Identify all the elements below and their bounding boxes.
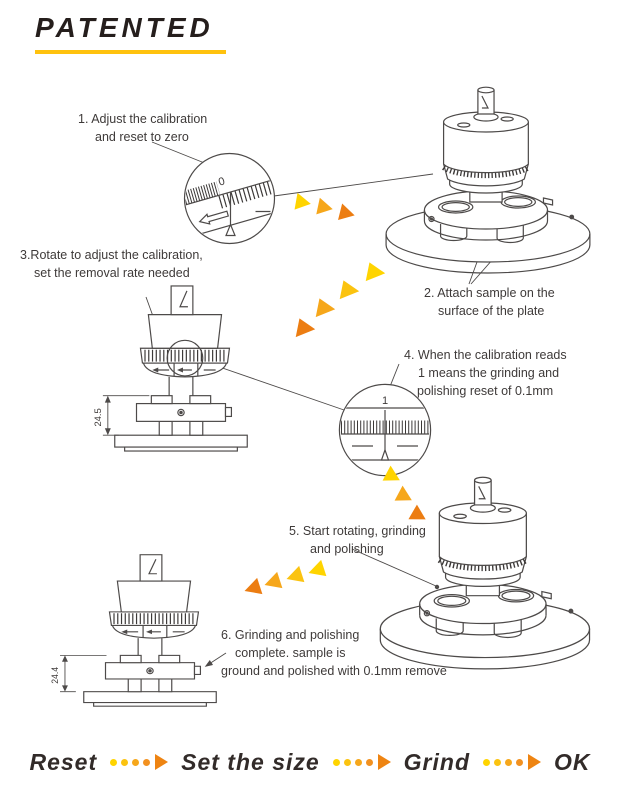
- magnifier-dial-zero: 0: [183, 152, 276, 245]
- flow-dot: [110, 758, 118, 766]
- step2-line1: 2. Attach sample on the: [424, 286, 555, 300]
- step3-line2: set the removal rate needed: [34, 266, 190, 280]
- flow-dot: [343, 758, 351, 766]
- flow-triangle: [408, 504, 426, 520]
- step5-caption: 5. Start rotating, grinding and polishin…: [289, 522, 426, 558]
- flow-dot: [354, 758, 362, 766]
- flow-triangle: [244, 577, 263, 595]
- dimension-label: 24.4: [50, 667, 60, 684]
- step4-line2: 1 means the grinding and: [418, 366, 560, 380]
- grinder-device-step3: 24.5: [92, 283, 269, 453]
- step2-line2: surface of the plate: [438, 304, 545, 318]
- dial-zoom-ring: [166, 339, 204, 377]
- flow-arrow-icon: [528, 754, 542, 770]
- flow-label-set-size: Set the size: [181, 748, 320, 775]
- step3-line1: 3.Rotate to adjust the calibration,: [20, 248, 203, 262]
- flow-dot: [143, 758, 151, 766]
- magnifier-dial-one: 1: [338, 383, 432, 477]
- process-flow-bar: Reset Set the size Grind OK: [0, 740, 620, 784]
- step6-line1: 6. Grinding and polishing: [221, 628, 360, 642]
- step4-line3: polishing reset of 0.1mm: [417, 384, 554, 398]
- flow-label-reset: Reset: [29, 748, 98, 775]
- title-underline: [35, 50, 226, 54]
- flow-triangle: [394, 485, 412, 501]
- flow-dot: [494, 758, 502, 766]
- flow-triangle: [338, 203, 355, 221]
- step6-line3: ground and polished with 0.1mm remove: [221, 664, 447, 678]
- flow-arrows-3: [382, 465, 426, 520]
- flow-triangle: [295, 318, 316, 338]
- flow-dots-arrow-icon: [110, 754, 169, 770]
- flow-arrow-icon: [155, 754, 169, 770]
- flow-arrows-1: [294, 192, 355, 221]
- dimension-label: 24.5: [92, 408, 103, 426]
- flow-arrow-icon: [377, 754, 391, 770]
- flow-dot: [516, 758, 524, 766]
- dial-one-mark: 1: [382, 395, 388, 407]
- step1-caption: 1. Adjust the calibration and reset to z…: [78, 110, 207, 146]
- flow-triangle: [294, 192, 311, 210]
- flow-triangle: [308, 559, 327, 577]
- step2-caption: 2. Attach sample on the surface of the p…: [424, 284, 555, 320]
- flow-arrows-2: [295, 262, 386, 338]
- flow-triangle: [316, 197, 333, 215]
- page-title: PATENTED: [35, 12, 214, 43]
- step5-line2: and polishing: [310, 542, 384, 556]
- flow-dots-arrow-icon: [332, 754, 391, 770]
- flow-triangle: [382, 465, 400, 481]
- grinder-device-step2: [377, 84, 603, 276]
- step5-line1: 5. Start rotating, grinding: [289, 524, 426, 538]
- flow-label-ok: OK: [554, 748, 591, 775]
- step3-caption: 3.Rotate to adjust the calibration, set …: [20, 246, 203, 282]
- dial-zero-mark: 0: [217, 175, 226, 188]
- step6-caption: 6. Grinding and polishing complete. samp…: [221, 626, 447, 680]
- step1-line1: 1. Adjust the calibration: [78, 112, 208, 126]
- flow-dot: [483, 758, 491, 766]
- flow-triangle: [264, 571, 283, 589]
- flow-dot: [332, 758, 340, 766]
- flow-dot: [365, 758, 373, 766]
- flow-triangle: [365, 262, 386, 282]
- step1-line2: and reset to zero: [95, 130, 189, 144]
- grinder-device-step6: 24.4: [50, 552, 238, 708]
- flow-triangle: [286, 565, 305, 583]
- step4-line1: 4. When the calibration reads: [404, 348, 567, 362]
- flow-label-grind: Grind: [403, 748, 471, 775]
- dimension-step6: 24.4: [50, 654, 107, 693]
- flow-dot: [121, 758, 129, 766]
- flow-triangle: [315, 298, 336, 318]
- flow-dots-arrow-icon: [483, 754, 542, 770]
- dimension-step3: 24.5: [92, 395, 150, 436]
- flow-dot: [132, 758, 140, 766]
- flow-triangle: [339, 280, 360, 300]
- flow-dot: [505, 758, 513, 766]
- step6-line2: complete. sample is: [235, 646, 346, 660]
- step4-caption: 4. When the calibration reads 1 means th…: [404, 346, 567, 400]
- flow-arrows-4: [244, 559, 327, 595]
